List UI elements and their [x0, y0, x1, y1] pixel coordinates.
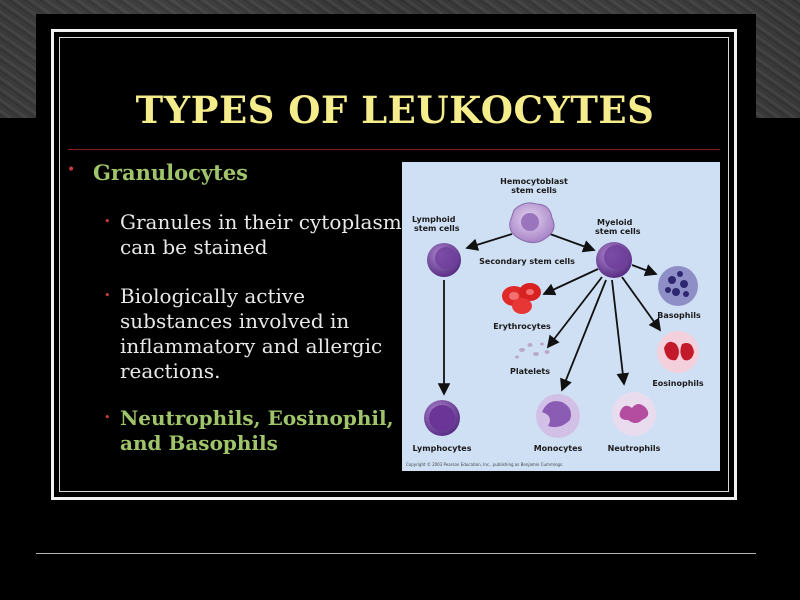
diagram-svg: Hemocytoblast stem cells Lymphoid stem c… — [406, 177, 704, 467]
subpoint-line: reactions. — [120, 359, 221, 383]
bullet-marker: • — [67, 162, 76, 178]
neutrophil-cell — [612, 392, 656, 436]
subpoint-biologically-active: Biologically active substances involved … — [120, 284, 410, 384]
footer-divider — [36, 553, 756, 554]
subpoint-line: substances involved in — [120, 309, 350, 333]
monocyte-cell — [536, 394, 580, 438]
sub-bullet-marker: • — [104, 215, 111, 228]
lymphocyte-cell — [424, 400, 460, 436]
eosinophil-cell — [657, 331, 699, 373]
label-lymphocytes: Lymphocytes — [413, 444, 472, 453]
myeloid-stem-cell — [596, 242, 632, 278]
lymphoid-stem-cell — [427, 243, 461, 277]
sub-bullet-marker: • — [104, 411, 111, 424]
label-lymphoid-sub: stem cells — [414, 224, 460, 233]
subpoint-granules: Granules in their cytoplasm can be stain… — [120, 210, 410, 260]
label-neutrophils: Neutrophils — [608, 444, 661, 453]
label-lymphoid: Lymphoid — [412, 215, 456, 224]
label-monocytes: Monocytes — [534, 444, 583, 453]
subpoint-line: Granules in their cytoplasm — [120, 210, 402, 234]
subpoint-line: inflammatory and allergic — [120, 334, 383, 358]
subpoint-line: Neutrophils, Eosinophil, — [120, 406, 394, 430]
label-myeloid: Myeloid — [597, 218, 633, 227]
leukocyte-diagram: Hemocytoblast stem cells Lymphoid stem c… — [402, 162, 720, 471]
subpoint-line: can be stained — [120, 235, 268, 259]
label-hemocytoblast-sub: stem cells — [511, 186, 557, 195]
label-hemocytoblast: Hemocytoblast — [500, 177, 568, 186]
label-platelets: Platelets — [510, 367, 550, 376]
figure-copyright: Copyright © 2003 Pearson Education, Inc.… — [406, 462, 563, 467]
slide-title: TYPES OF LEUKOCYTES — [135, 88, 655, 132]
slide-frame-inner — [59, 37, 729, 492]
bullet-granulocytes: Granulocytes — [93, 160, 248, 185]
label-eosinophils: Eosinophils — [652, 379, 704, 388]
title-underline — [68, 149, 720, 150]
diagram-arrows — [437, 233, 662, 396]
sub-bullet-marker: • — [104, 289, 111, 302]
subpoint-line: Biologically active — [120, 284, 306, 308]
label-myeloid-sub: stem cells — [595, 227, 641, 236]
label-erythrocytes: Erythrocytes — [493, 322, 551, 331]
platelets-cell — [515, 342, 550, 359]
basophil-cell — [658, 266, 698, 306]
hemocytoblast-cell — [509, 202, 555, 244]
label-basophils: Basophils — [657, 311, 701, 320]
slide-frame — [51, 29, 737, 500]
subpoint-granulocyte-types: Neutrophils, Eosinophil, and Basophils — [120, 406, 410, 456]
erythrocytes-cell — [502, 283, 541, 314]
label-secondary-stem-cells: Secondary stem cells — [479, 257, 575, 266]
subpoint-line: and Basophils — [120, 431, 278, 455]
